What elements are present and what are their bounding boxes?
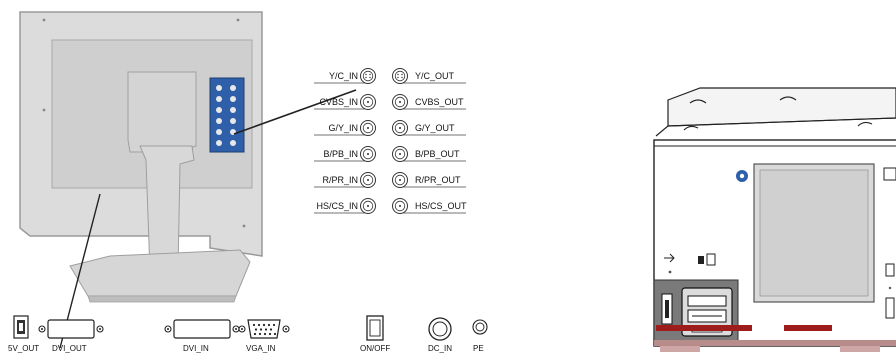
bnc-output-connector — [392, 146, 408, 162]
vga-in-port — [238, 319, 290, 339]
red-bar-right — [784, 325, 832, 331]
signal-output-label: CVBS_OUT — [415, 97, 464, 107]
label-5v-out: 5V_OUT — [8, 344, 39, 353]
bnc-input-connector — [360, 68, 376, 84]
label-dvi-in: DVI_IN — [183, 344, 209, 353]
led-indicator — [668, 270, 672, 274]
screw-icon — [42, 108, 46, 112]
screw-icon — [236, 18, 240, 22]
screw-icon — [242, 224, 246, 228]
device-screen-inner — [759, 169, 869, 297]
side-control — [883, 167, 896, 181]
signal-input-label: CVBS_IN — [319, 97, 358, 107]
lid-latches — [683, 96, 873, 131]
connector-panel — [209, 77, 245, 153]
usb-port — [13, 315, 29, 339]
power-switch — [366, 315, 384, 341]
bnc-input-connector — [360, 198, 376, 214]
indicator-icon — [706, 253, 716, 266]
signal-output-label: HS/CS_OUT — [415, 201, 467, 211]
signal-input-label: B/PB_IN — [323, 149, 358, 159]
device-foot — [660, 346, 700, 352]
bnc-input-connector — [360, 172, 376, 188]
monitor-rear-view — [19, 11, 263, 303]
signal-output-label: Y/C_OUT — [415, 71, 455, 81]
bnc-output-connector — [392, 198, 408, 214]
usb-symbol-icon — [664, 253, 675, 263]
screw-icon — [42, 18, 46, 22]
bay-usb-port-inner — [665, 300, 669, 318]
signal-output-label: R/PR_OUT — [415, 175, 461, 185]
side-control — [885, 263, 895, 277]
bnc-output-connector — [392, 120, 408, 136]
stand-mount — [127, 71, 197, 153]
indicator-icon — [698, 256, 704, 264]
signal-input-label: R/PR_IN — [322, 175, 358, 185]
red-bar-left — [656, 325, 752, 331]
lid-edge — [655, 117, 896, 137]
connector-panel-ports — [216, 85, 236, 146]
signal-input-label: G/Y_IN — [328, 123, 358, 133]
signal-output-label: G/Y_OUT — [415, 123, 455, 133]
bottom-connector-row: 5V_OUT DVI_OUT DVI_IN VGA_IN ON/OFF DC_I… — [8, 315, 488, 353]
bnc-input-connector — [360, 120, 376, 136]
label-dvi-out: DVI_OUT — [52, 344, 87, 353]
stand-neck — [139, 145, 195, 273]
label-pe: PE — [473, 344, 484, 353]
bnc-output-connector — [392, 94, 408, 110]
stand-base-front — [87, 295, 237, 303]
bnc-output-connector — [392, 172, 408, 188]
signal-output-label: B/PB_OUT — [415, 149, 460, 159]
device-badge-dot — [739, 173, 745, 179]
label-vga-in: VGA_IN — [246, 344, 276, 353]
signal-panel: Y/C_IN CVBS_IN G/Y_IN B/PB_IN R/PR_IN HS/CS_I… — [314, 68, 467, 214]
signal-input-label: HS/CS_IN — [316, 201, 358, 211]
signal-input-label: Y/C_IN — [329, 71, 358, 81]
bnc-output-connector — [392, 68, 408, 84]
dvi-in-port — [164, 319, 240, 339]
label-dc-in: DC_IN — [428, 344, 452, 353]
stand-base — [69, 249, 251, 297]
dc-in-jack — [428, 317, 452, 341]
leader-line-panel — [233, 89, 357, 135]
device-top-lid — [667, 87, 896, 127]
device-foot — [840, 346, 880, 352]
bnc-input-connector — [360, 94, 376, 110]
bnc-input-connector — [360, 146, 376, 162]
dvi-out-port — [38, 319, 104, 339]
label-on-off: ON/OFF — [360, 344, 390, 353]
side-led — [888, 286, 892, 290]
pe-terminal — [472, 319, 488, 335]
device-bottom-rail — [654, 340, 896, 346]
side-control — [885, 297, 895, 319]
device-front-view — [653, 87, 896, 352]
